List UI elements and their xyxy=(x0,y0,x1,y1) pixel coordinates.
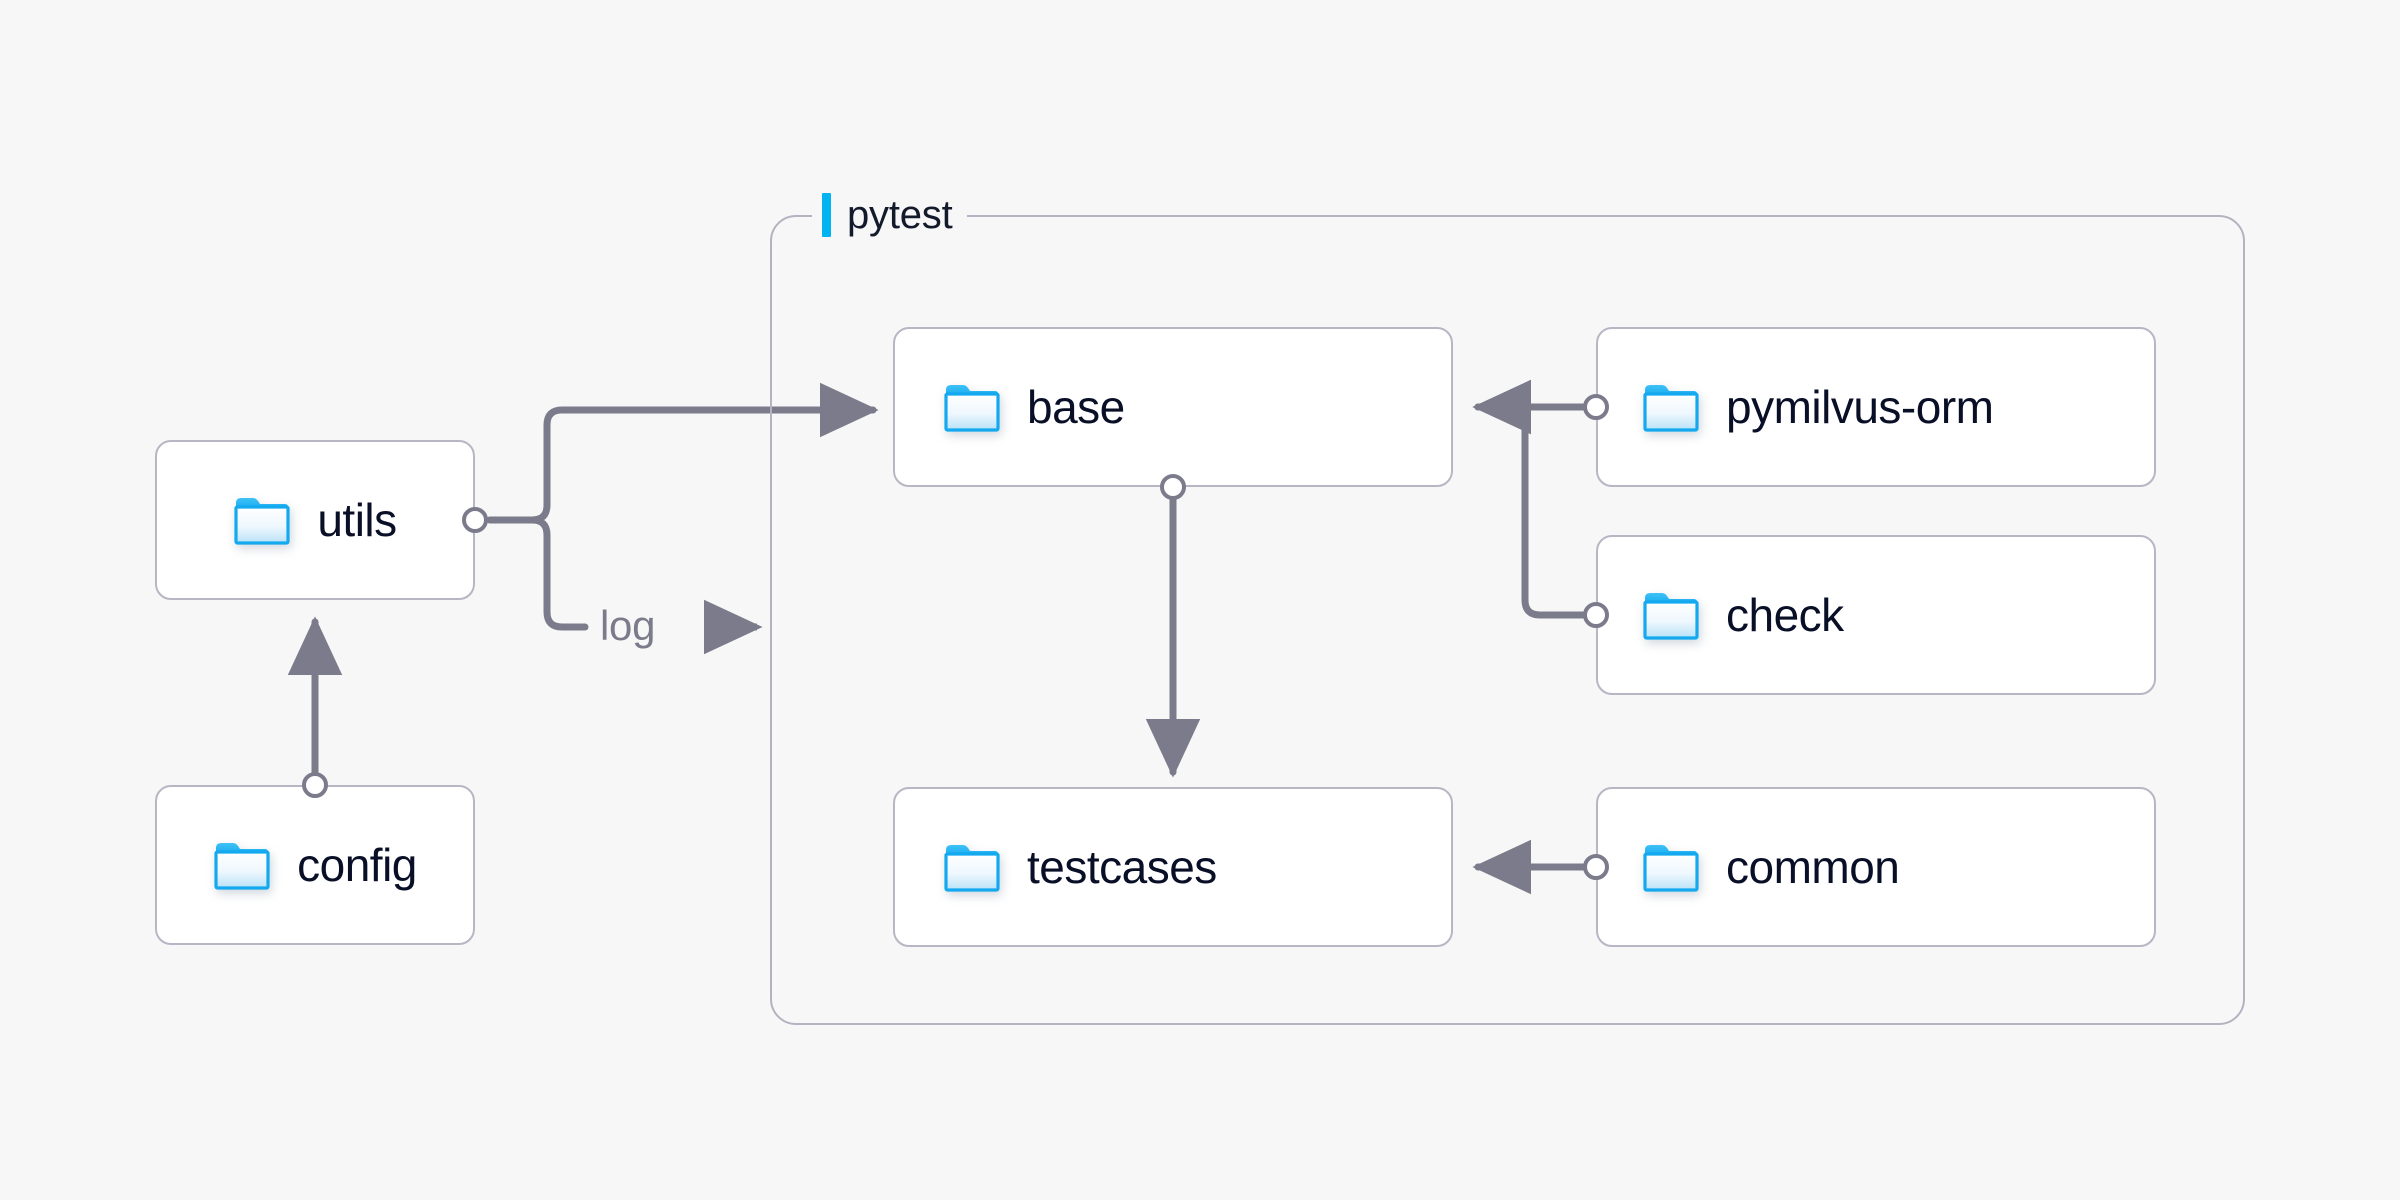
node-utils-label: utils xyxy=(317,494,397,546)
pytest-group-label: pytest xyxy=(812,188,967,242)
accent-bar-icon xyxy=(822,193,831,237)
node-check[interactable]: check xyxy=(1596,535,2156,695)
pytest-group-container xyxy=(770,215,2245,1025)
node-pymilvus-orm[interactable]: pymilvus-orm xyxy=(1596,327,2156,487)
node-common-label: common xyxy=(1726,841,1900,893)
node-config-label: config xyxy=(297,839,417,891)
pymilvus-orm-left-port[interactable] xyxy=(1583,394,1609,420)
node-config[interactable]: config xyxy=(155,785,475,945)
folder-icon xyxy=(213,839,271,891)
node-testcases-label: testcases xyxy=(1027,841,1217,893)
folder-icon xyxy=(1642,381,1700,433)
node-check-label: check xyxy=(1726,589,1844,641)
common-left-port[interactable] xyxy=(1583,854,1609,880)
node-base[interactable]: base xyxy=(893,327,1453,487)
folder-icon xyxy=(943,841,1001,893)
node-base-label: base xyxy=(1027,381,1125,433)
base-bottom-port[interactable] xyxy=(1160,474,1186,500)
edge-utils-log-branch xyxy=(486,516,589,631)
folder-icon xyxy=(233,494,291,546)
folder-icon xyxy=(1642,841,1700,893)
pytest-group-label-text: pytest xyxy=(847,192,953,237)
config-top-port[interactable] xyxy=(302,772,328,798)
utils-right-port[interactable] xyxy=(462,507,488,533)
log-edge-label: log xyxy=(600,602,656,649)
folder-icon xyxy=(943,381,1001,433)
node-testcases[interactable]: testcases xyxy=(893,787,1453,947)
check-left-port[interactable] xyxy=(1583,602,1609,628)
node-utils[interactable]: utils xyxy=(155,440,475,600)
folder-icon xyxy=(1642,589,1700,641)
node-common[interactable]: common xyxy=(1596,787,2156,947)
node-pymilvus-orm-label: pymilvus-orm xyxy=(1726,381,1994,433)
